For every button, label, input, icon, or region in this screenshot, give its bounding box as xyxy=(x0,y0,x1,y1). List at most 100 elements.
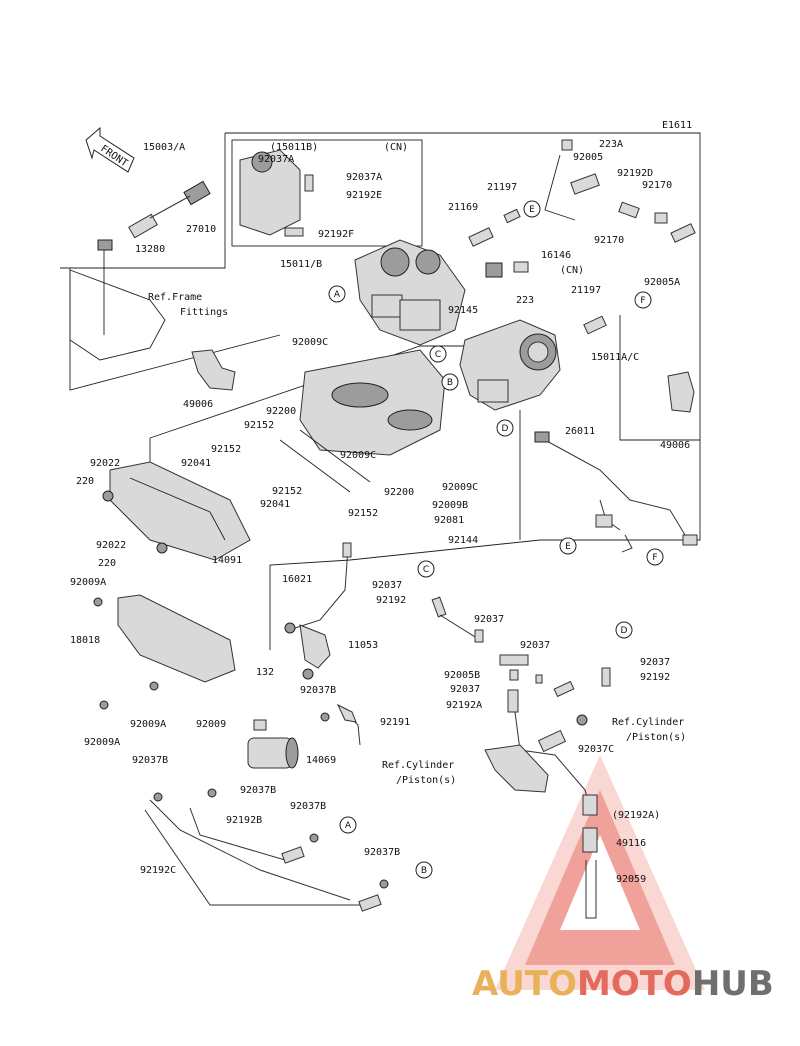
part-label: 92037B xyxy=(290,801,326,812)
reference-marker-letter: A xyxy=(345,821,352,831)
part-label: 132 xyxy=(256,667,274,678)
reference-marker: D xyxy=(615,621,633,639)
part-label: (CN) xyxy=(384,142,408,153)
vacuum-hoses xyxy=(431,596,611,801)
part-label: 92009C xyxy=(340,450,376,461)
part-label: 92005B xyxy=(444,670,480,681)
part-label: 49006 xyxy=(183,399,213,410)
part-label: 92192E xyxy=(346,190,382,201)
reference-marker-circle xyxy=(615,621,633,639)
reference-marker: D xyxy=(496,419,514,437)
part-label: /Piston(s) xyxy=(396,775,456,786)
reference-marker-letter: B xyxy=(447,378,453,388)
reference-marker-circle xyxy=(415,861,433,879)
part-label: (CN) xyxy=(560,265,584,276)
part-label: 92152 xyxy=(348,508,378,519)
part-label: 92145 xyxy=(448,305,478,316)
part-label: (92192A) xyxy=(612,810,660,821)
part-label: 27010 xyxy=(186,224,216,235)
part-label: 92059 xyxy=(616,874,646,885)
part-label: 92152 xyxy=(244,420,274,431)
part-label: 92081 xyxy=(434,515,464,526)
part-label: 92037C xyxy=(578,744,614,755)
watermark-triangle-logo xyxy=(495,755,705,990)
part-label: 223A xyxy=(599,139,623,150)
reference-marker: F xyxy=(634,291,652,309)
part-label: 223 xyxy=(516,295,534,306)
part-label: Fittings xyxy=(180,307,228,318)
part-label: Ref.Frame xyxy=(148,292,202,303)
connector-27010 xyxy=(128,180,211,239)
part-label: 92037 xyxy=(450,684,480,695)
reference-marker-circle xyxy=(646,548,664,566)
watermark-part-hub: HUB xyxy=(692,964,774,1004)
reference-marker: E xyxy=(523,200,541,218)
part-label: 92005 xyxy=(573,152,603,163)
part-label: 92192D xyxy=(617,168,653,179)
intake-duct-right xyxy=(667,371,695,413)
part-label: 92037B xyxy=(300,685,336,696)
reference-marker-letter: D xyxy=(502,424,509,434)
wiring-harness xyxy=(534,431,698,553)
reference-marker-letter: F xyxy=(652,553,657,563)
reference-marker: C xyxy=(429,345,447,363)
part-label: 92192 xyxy=(640,672,670,683)
frame-fittings-plate xyxy=(69,239,166,361)
part-label: 92037 xyxy=(640,657,670,668)
part-label: 92144 xyxy=(448,535,478,546)
part-label: 92170 xyxy=(642,180,672,191)
reference-marker-circle xyxy=(634,291,652,309)
reference-marker-circle xyxy=(339,816,357,834)
reference-marker: A xyxy=(339,816,357,834)
part-label: 21197 xyxy=(571,285,601,296)
part-label: 92009A xyxy=(130,719,166,730)
part-label: 14069 xyxy=(306,755,336,766)
part-label: 15011/B xyxy=(280,259,322,270)
part-label: (15011B) xyxy=(270,142,318,153)
part-label: 21197 xyxy=(487,182,517,193)
part-label: 16146 xyxy=(541,250,571,261)
part-label: 92037B xyxy=(132,755,168,766)
part-label: 92037 xyxy=(372,580,402,591)
intake-duct-left xyxy=(191,349,236,391)
part-label: 92037 xyxy=(520,640,550,651)
part-label: 92009 xyxy=(196,719,226,730)
reference-marker-letter: B xyxy=(421,866,427,876)
part-label: 49116 xyxy=(616,838,646,849)
part-label: 21169 xyxy=(448,202,478,213)
reference-marker: C xyxy=(417,560,435,578)
intake-manifold xyxy=(279,349,446,493)
watermark-part-auto: AUTO xyxy=(472,964,577,1004)
air-cleaner-cover xyxy=(102,461,251,561)
part-label: 13280 xyxy=(135,244,165,255)
part-label: 92037A xyxy=(258,154,294,165)
part-label: 92005A xyxy=(644,277,680,288)
reference-marker-letter: C xyxy=(435,350,441,360)
part-label: 92022 xyxy=(90,458,120,469)
front-arrow: FRONT xyxy=(85,126,135,173)
part-label: 92192F xyxy=(318,229,354,240)
part-label: 220 xyxy=(98,558,116,569)
canister-14069 xyxy=(144,703,389,912)
part-label: /Piston(s) xyxy=(626,732,686,743)
carburetor-rear xyxy=(459,319,561,411)
part-label: 92037B xyxy=(240,785,276,796)
part-label: 92152 xyxy=(272,486,302,497)
part-label: 92009A xyxy=(70,577,106,588)
reference-marker-circle xyxy=(496,419,514,437)
part-label: 92037A xyxy=(346,172,382,183)
part-label: 92200 xyxy=(384,487,414,498)
reference-marker-circle xyxy=(417,560,435,578)
part-label: 92009C xyxy=(292,337,328,348)
carburetor-front xyxy=(354,239,466,346)
reference-marker: A xyxy=(328,285,346,303)
part-label: 14091 xyxy=(212,555,242,566)
reference-marker: B xyxy=(415,861,433,879)
cylinder-fragment xyxy=(484,744,549,793)
part-label: 92037 xyxy=(474,614,504,625)
diagram-code: E1611 xyxy=(662,120,692,131)
part-label: 92022 xyxy=(96,540,126,551)
part-label: 92041 xyxy=(181,458,211,469)
part-label: 92170 xyxy=(594,235,624,246)
